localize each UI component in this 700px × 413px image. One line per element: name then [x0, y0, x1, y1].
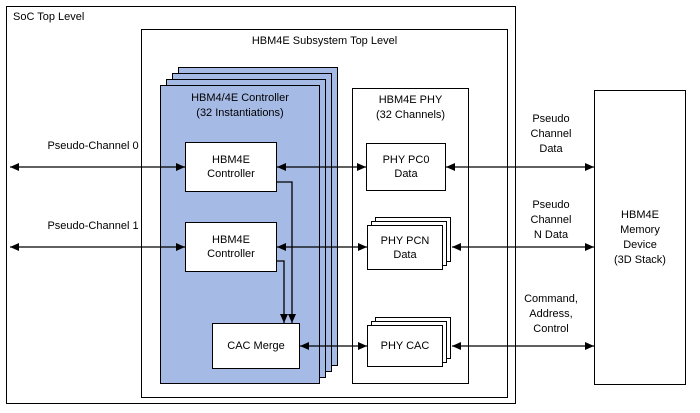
hbm4e-controller-0-line1: HBM4E	[212, 154, 250, 166]
hbm4e-controller-1-line2: Controller	[207, 248, 255, 260]
phy-cac-label: PHY CAC	[380, 340, 430, 352]
pseudo-channel-data-line3: Data	[539, 143, 563, 155]
command-address-control-label: Command, Address, Control	[512, 292, 590, 337]
hbm4e-controller-0-line2: Controller	[207, 168, 255, 180]
phy-pc0-box: PHY PC0 Data	[366, 143, 446, 191]
cac-merge-label: CAC Merge	[227, 340, 285, 352]
memory-line3: Device	[623, 238, 657, 251]
memory-line2: Memory	[620, 223, 660, 236]
cac-merge-box: CAC Merge	[212, 323, 300, 369]
command-address-control-line1: Command,	[524, 293, 578, 305]
command-address-control-line2: Address,	[529, 308, 573, 320]
soc-top-level-label: SoC Top Level	[13, 11, 85, 23]
pseudo-channel-data-line1: Pseudo	[532, 113, 570, 125]
command-address-control-line3: Control	[533, 323, 569, 335]
phy-cac-box: PHY CAC	[367, 325, 443, 367]
pseudo-channel-data-label: Pseudo Channel Data	[512, 112, 590, 157]
hbm4e-controller-1-box: HBM4E Controller	[185, 222, 277, 272]
memory-line4: (3D Stack)	[614, 253, 666, 266]
controller-stack-title: HBM4/4E Controller (32 Instantiations)	[160, 91, 320, 121]
memory-line1: HBM4E	[621, 208, 659, 221]
pseudo-channel-n-data-label: Pseudo Channel N Data	[512, 198, 590, 243]
hbm4e-phy-box	[352, 88, 469, 384]
pseudo-channel-n-data-line3: N Data	[533, 229, 569, 241]
pseudo-channel-n-data-line1: Pseudo	[532, 199, 570, 211]
hbm4e-controller-0-box: HBM4E Controller	[185, 142, 277, 192]
phy-pcn-line1: PHY PCN	[380, 234, 430, 247]
hbm4e-memory-device-box: HBM4E Memory Device (3D Stack)	[594, 90, 686, 385]
controller-stack-title-line2: (32 Instantiations)	[196, 107, 284, 119]
phy-title-line2: (32 Channels)	[375, 109, 446, 121]
pseudo-channel-data-line2: Channel	[530, 128, 572, 140]
phy-pcn-box: PHY PCN Data	[367, 225, 443, 270]
pseudo-channel-1-label: Pseudo-Channel 1	[47, 220, 139, 232]
phy-title: HBM4E PHY (32 Channels)	[352, 93, 469, 123]
hbm4e-controller-1-line1: HBM4E	[212, 234, 250, 246]
phy-pc0-line1: PHY PC0	[382, 154, 430, 166]
phy-pcn-line2: Data	[393, 248, 417, 261]
pseudo-channel-0-label: Pseudo-Channel 0	[47, 140, 139, 152]
phy-pc0-line2: Data	[394, 168, 418, 180]
controller-stack-title-line1: HBM4/4E Controller	[191, 92, 289, 104]
soc-top-level-box	[6, 6, 516, 404]
hbm4e-subsystem-box	[141, 29, 508, 398]
subsystem-title: HBM4E Subsystem Top Level	[251, 35, 398, 47]
pseudo-channel-n-data-line2: Channel	[530, 214, 572, 226]
phy-title-line1: HBM4E PHY	[378, 94, 443, 106]
